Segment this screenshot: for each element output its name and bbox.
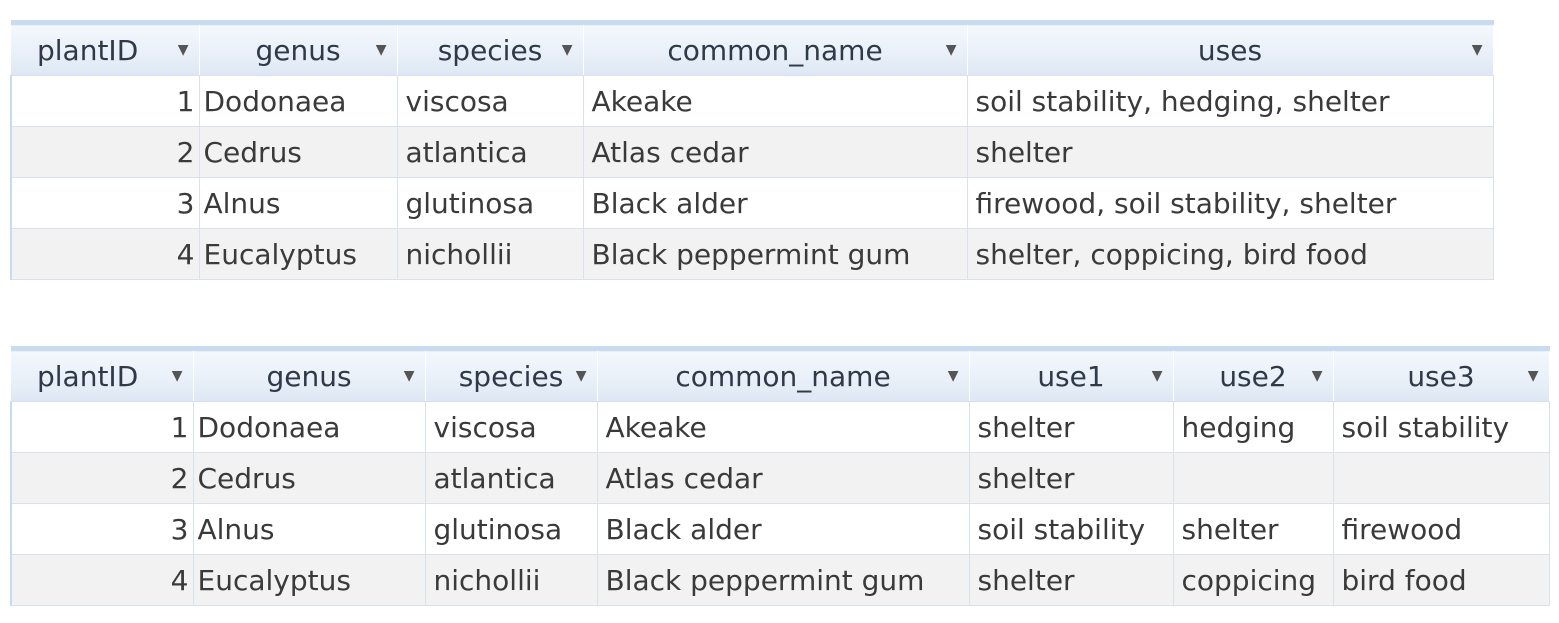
cell-plantid[interactable]: 2: [10, 452, 194, 504]
column-header-label: genus: [255, 33, 341, 67]
cell-species[interactable]: atlantica: [425, 452, 598, 504]
dropdown-arrow-icon[interactable]: ▼: [1151, 368, 1163, 384]
dropdown-arrow-icon[interactable]: ▼: [561, 42, 573, 58]
header-row: plantID ▼ genus ▼ species ▼ common_name …: [11, 20, 1494, 76]
cell-genus[interactable]: Dodonaea: [193, 401, 426, 453]
dropdown-arrow-icon[interactable]: ▼: [171, 368, 183, 384]
table-row[interactable]: 2 Cedrus atlantica Atlas cedar shelter: [10, 126, 1494, 178]
cell-species[interactable]: nichollii: [397, 228, 584, 280]
cell-common-name[interactable]: Akeake: [583, 75, 968, 127]
column-header-label: use2: [1219, 359, 1287, 393]
cell-use2[interactable]: shelter: [1173, 503, 1334, 555]
cell-common-name[interactable]: Atlas cedar: [597, 452, 970, 504]
cell-species[interactable]: glutinosa: [397, 177, 584, 229]
column-header-label: plantID: [37, 33, 139, 67]
cell-genus[interactable]: Dodonaea: [199, 75, 398, 127]
cell-uses[interactable]: soil stability, hedging, shelter: [967, 75, 1494, 127]
column-header-plantid[interactable]: plantID ▼: [11, 20, 200, 76]
column-header-plantid[interactable]: plantID ▼: [11, 346, 194, 402]
cell-plantid[interactable]: 3: [10, 177, 200, 229]
cell-plantid[interactable]: 1: [10, 401, 194, 453]
dropdown-arrow-icon[interactable]: ▼: [947, 368, 959, 384]
cell-use3[interactable]: [1333, 452, 1550, 504]
cell-use1[interactable]: shelter: [969, 554, 1174, 606]
column-header-common-name[interactable]: common_name ▼: [583, 20, 968, 76]
cell-common-name[interactable]: Black alder: [597, 503, 970, 555]
column-header-species[interactable]: species ▼: [397, 20, 584, 76]
cell-use3[interactable]: bird food: [1333, 554, 1550, 606]
cell-genus[interactable]: Cedrus: [193, 452, 426, 504]
cell-use2[interactable]: coppicing: [1173, 554, 1334, 606]
column-header-label: use1: [1037, 359, 1105, 393]
column-header-use1[interactable]: use1 ▼: [969, 346, 1174, 402]
table-row[interactable]: 2 Cedrus atlantica Atlas cedar shelter: [10, 452, 1550, 504]
cell-genus[interactable]: Cedrus: [199, 126, 398, 178]
cell-use2[interactable]: hedging: [1173, 401, 1334, 453]
column-header-label: uses: [1197, 33, 1263, 67]
dropdown-arrow-icon[interactable]: ▼: [403, 368, 415, 384]
cell-use1[interactable]: shelter: [969, 452, 1174, 504]
cell-plantid[interactable]: 2: [10, 126, 200, 178]
dropdown-arrow-icon[interactable]: ▼: [1471, 42, 1483, 58]
cell-genus[interactable]: Alnus: [199, 177, 398, 229]
column-header-common-name[interactable]: common_name ▼: [597, 346, 970, 402]
cell-use1[interactable]: soil stability: [969, 503, 1174, 555]
cell-plantid[interactable]: 3: [10, 503, 194, 555]
cell-uses[interactable]: shelter: [967, 126, 1494, 178]
table-row[interactable]: 4 Eucalyptus nichollii Black peppermint …: [10, 228, 1494, 280]
cell-uses[interactable]: firewood, soil stability, shelter: [967, 177, 1494, 229]
cell-common-name[interactable]: Atlas cedar: [583, 126, 968, 178]
plants-table-split-uses: plantID ▼ genus ▼ species ▼ common_name …: [10, 346, 1550, 606]
header-row: plantID ▼ genus ▼ species ▼ common_name …: [11, 346, 1550, 402]
column-header-use2[interactable]: use2 ▼: [1173, 346, 1334, 402]
table-row[interactable]: 4 Eucalyptus nichollii Black peppermint …: [10, 554, 1550, 606]
column-header-uses[interactable]: uses ▼: [967, 20, 1494, 76]
cell-uses[interactable]: shelter, coppicing, bird food: [967, 228, 1494, 280]
cell-common-name[interactable]: Black alder: [583, 177, 968, 229]
dropdown-arrow-icon[interactable]: ▼: [1311, 368, 1323, 384]
cell-use2[interactable]: [1173, 452, 1334, 504]
column-header-label: plantID: [37, 359, 139, 393]
cell-common-name[interactable]: Black peppermint gum: [597, 554, 970, 606]
cell-species[interactable]: nichollii: [425, 554, 598, 606]
cell-use1[interactable]: shelter: [969, 401, 1174, 453]
column-header-label: common_name: [667, 33, 883, 67]
dropdown-arrow-icon[interactable]: ▼: [945, 42, 957, 58]
cell-plantid[interactable]: 1: [10, 75, 200, 127]
table-row[interactable]: 3 Alnus glutinosa Black alder firewood, …: [10, 177, 1494, 229]
cell-use3[interactable]: firewood: [1333, 503, 1550, 555]
cell-species[interactable]: atlantica: [397, 126, 584, 178]
column-header-genus[interactable]: genus ▼: [193, 346, 426, 402]
column-header-label: common_name: [675, 359, 891, 393]
column-header-species[interactable]: species ▼: [425, 346, 598, 402]
cell-species[interactable]: glutinosa: [425, 503, 598, 555]
cell-species[interactable]: viscosa: [425, 401, 598, 453]
plants-table-uses: plantID ▼ genus ▼ species ▼ common_name …: [10, 20, 1494, 280]
cell-plantid[interactable]: 4: [10, 554, 194, 606]
cell-genus[interactable]: Alnus: [193, 503, 426, 555]
table-row[interactable]: 3 Alnus glutinosa Black alder soil stabi…: [10, 503, 1550, 555]
table-row[interactable]: 1 Dodonaea viscosa Akeake soil stability…: [10, 75, 1494, 127]
dropdown-arrow-icon[interactable]: ▼: [575, 368, 587, 384]
dropdown-arrow-icon[interactable]: ▼: [375, 42, 387, 58]
cell-genus[interactable]: Eucalyptus: [199, 228, 398, 280]
column-header-label: species: [458, 359, 564, 393]
cell-common-name[interactable]: Black peppermint gum: [583, 228, 968, 280]
column-header-genus[interactable]: genus ▼: [199, 20, 398, 76]
column-header-use3[interactable]: use3 ▼: [1333, 346, 1550, 402]
cell-use3[interactable]: soil stability: [1333, 401, 1550, 453]
dropdown-arrow-icon[interactable]: ▼: [177, 42, 189, 58]
cell-common-name[interactable]: Akeake: [597, 401, 970, 453]
column-header-label: species: [437, 33, 543, 67]
cell-species[interactable]: viscosa: [397, 75, 584, 127]
cell-genus[interactable]: Eucalyptus: [193, 554, 426, 606]
column-header-label: use3: [1407, 359, 1475, 393]
column-header-label: genus: [266, 359, 352, 393]
cell-plantid[interactable]: 4: [10, 228, 200, 280]
dropdown-arrow-icon[interactable]: ▼: [1527, 368, 1539, 384]
table-row[interactable]: 1 Dodonaea viscosa Akeake shelter hedgin…: [10, 401, 1550, 453]
